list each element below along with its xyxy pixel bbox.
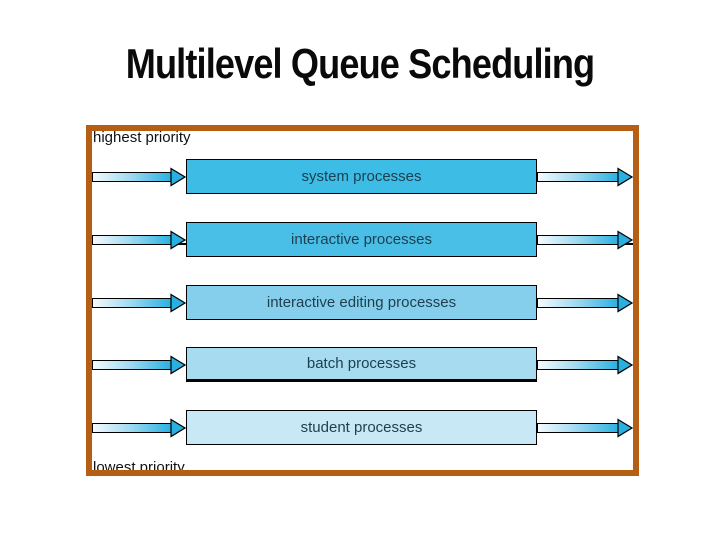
right-arrow-icon: [537, 292, 633, 313]
queue-box: student processes: [186, 410, 537, 445]
right-arrow-icon: [537, 417, 633, 438]
right-arrow-icon: [537, 354, 633, 375]
queue-row: system processes: [92, 159, 633, 194]
queue-box-label: batch processes: [306, 355, 417, 372]
right-arrow-icon: [92, 292, 186, 313]
queue-row: interactive editing processes: [92, 285, 633, 320]
queue-box-label: interactive processes: [291, 231, 432, 248]
right-arrow-icon: [92, 166, 186, 187]
queue-row: interactive processes: [92, 222, 633, 257]
right-arrow-icon: [92, 354, 186, 375]
queue-box: interactive processes: [186, 222, 537, 257]
right-arrow-icon: [92, 229, 186, 250]
diagram-canvas: highest priority system processes: [92, 131, 633, 470]
queue-box-label: student processes: [300, 419, 423, 436]
queue-box-label: system processes: [301, 168, 422, 185]
diagram-frame: highest priority system processes: [86, 125, 639, 476]
highest-priority-label: highest priority: [93, 131, 191, 146]
queue-row: student processes: [92, 410, 633, 445]
right-arrow-icon: [537, 229, 633, 250]
queue-box: interactive editing processes: [186, 285, 537, 320]
queue-box: batch processes: [186, 347, 537, 382]
lowest-priority-label: lowest priority: [93, 459, 185, 470]
right-arrow-icon: [92, 417, 186, 438]
queue-row: batch processes: [92, 347, 633, 382]
right-arrow-icon: [537, 166, 633, 187]
queue-box: system processes: [186, 159, 537, 194]
slide-title: Multilevel Queue Scheduling: [125, 40, 595, 87]
queue-box-label: interactive editing processes: [266, 294, 457, 311]
